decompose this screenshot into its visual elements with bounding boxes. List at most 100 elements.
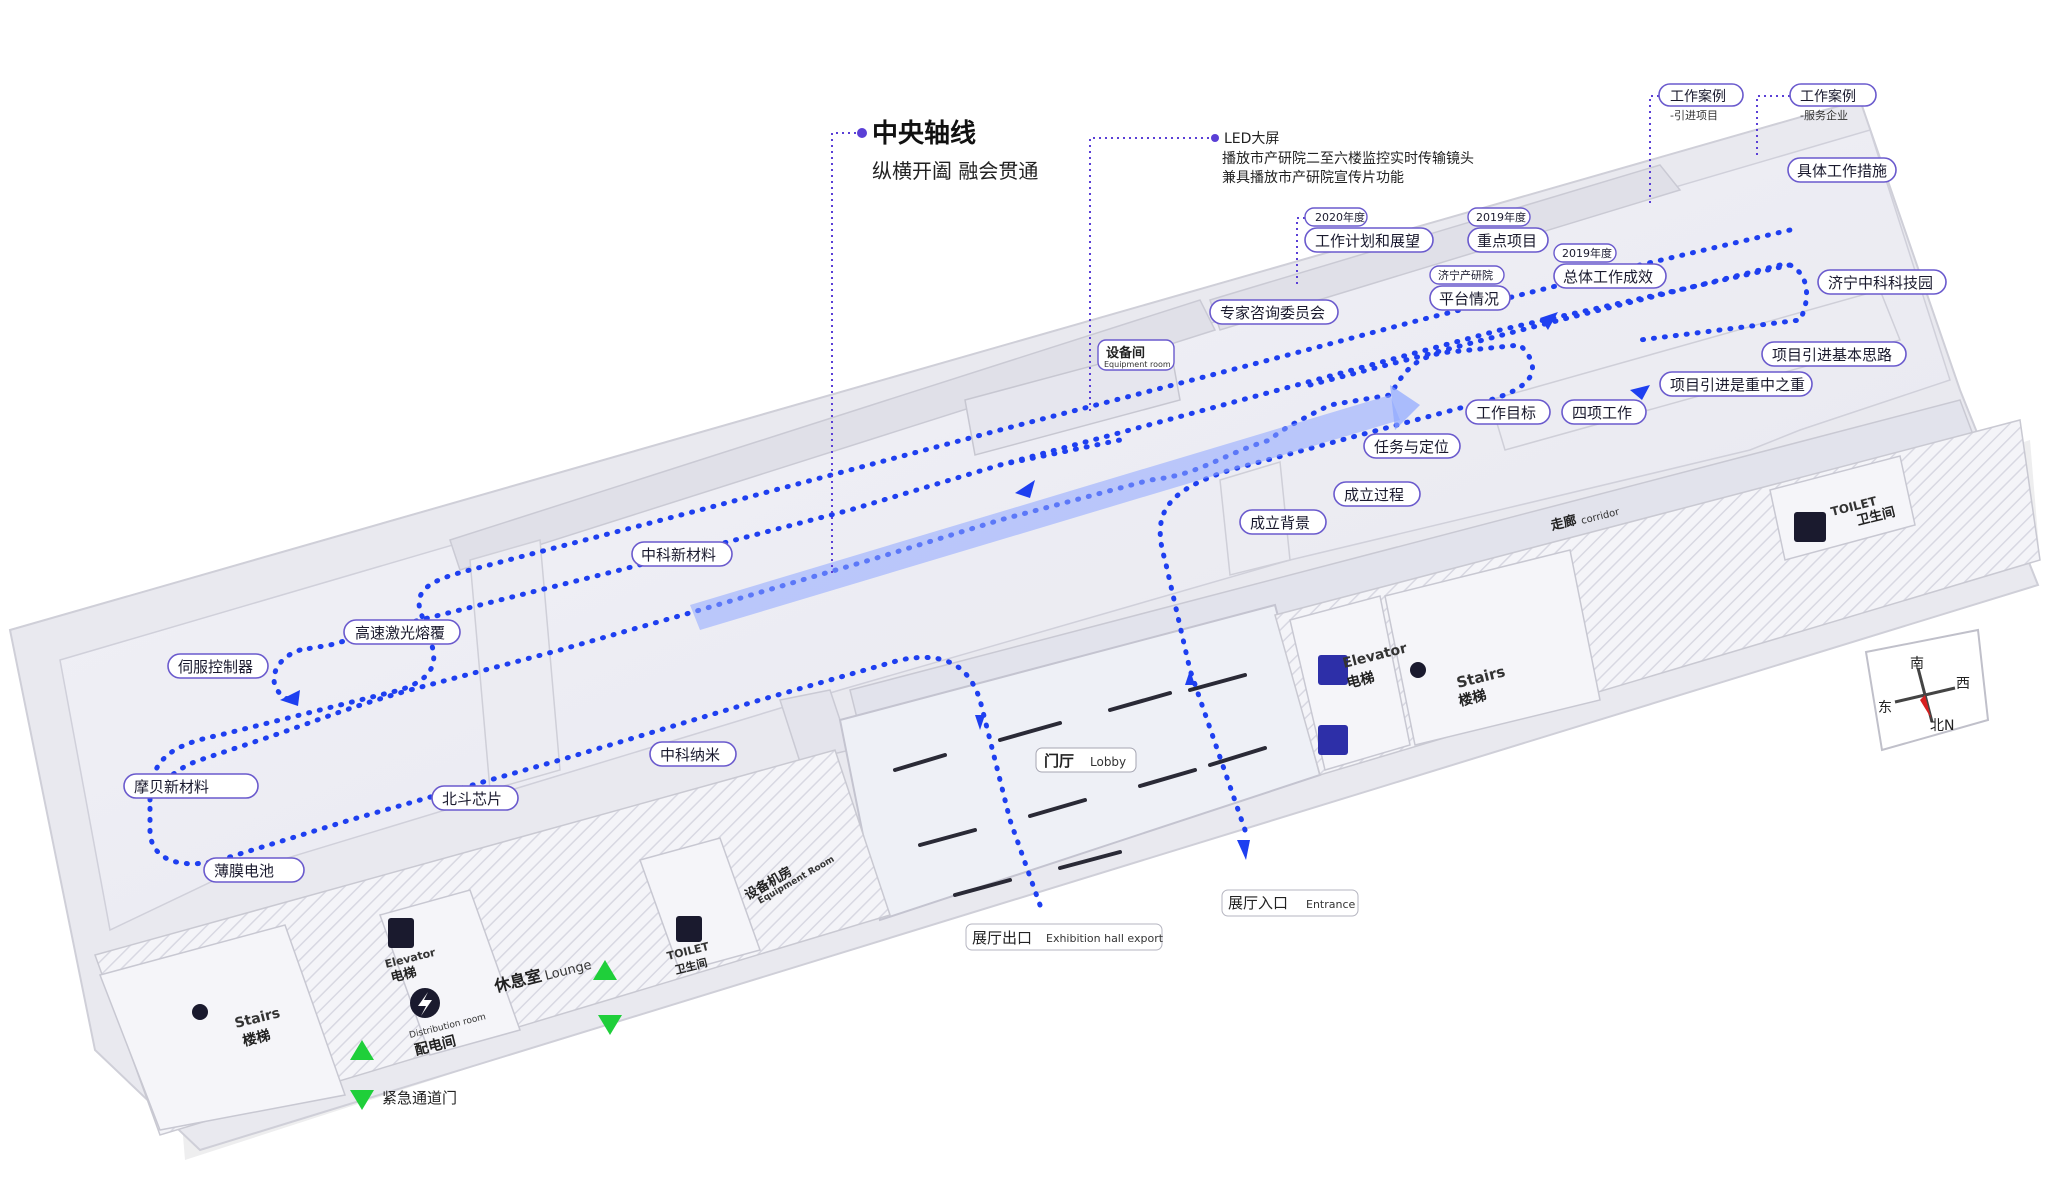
central-axis-subtitle: 纵横开阖 融会贯通 [872, 159, 1038, 183]
toilet-icon [1794, 512, 1826, 542]
elevator-left-cn: 电梯 [389, 964, 418, 986]
label-process: 成立过程 [1333, 481, 1421, 507]
stairs-room-right [1384, 549, 1601, 746]
svg-text:工作计划和展望: 工作计划和展望 [1315, 232, 1420, 250]
visitor-path-upper [271, 262, 1810, 703]
path-arrow-icon [1540, 312, 1558, 330]
svg-text:2019年度: 2019年度 [1562, 246, 1612, 260]
svg-text:-服务企业: -服务企业 [1800, 108, 1848, 122]
label-laser: 高速激光熔覆 [343, 619, 461, 645]
svg-text:中科新材料: 中科新材料 [641, 546, 716, 564]
emergency-exit-arrows [350, 960, 622, 1110]
path-arrow-icon [1185, 670, 1195, 685]
leader-case2 [1756, 95, 1790, 155]
label-platform: 济宁产研院 平台情况 [1429, 265, 1511, 311]
label-case1: 工作案例 -引进项目 [1658, 83, 1744, 122]
equip-room-cn: 设备间 [1106, 345, 1145, 361]
equip-room-tag [1097, 339, 1175, 371]
svg-text:中科纳米: 中科纳米 [660, 746, 720, 764]
svg-text:-引进项目: -引进项目 [1670, 108, 1718, 122]
toilet-icon [676, 916, 702, 942]
svg-text:薄膜电池: 薄膜电池 [214, 862, 274, 880]
label-background: 成立背景 [1239, 509, 1327, 535]
corridor-cn: 走廊 [1549, 512, 1578, 534]
visitor-path-lower [147, 654, 1043, 908]
green-arrow-icon [350, 1090, 374, 1110]
entrance-en: Entrance [1306, 898, 1356, 911]
path-arrow-icon [1630, 385, 1650, 400]
label-key-focus: 项目引进是重中之重 [1659, 371, 1813, 397]
svg-text:专家咨询委员会: 专家咨询委员会 [1220, 304, 1325, 322]
svg-text:成立背景: 成立背景 [1250, 514, 1310, 532]
exit-tag [965, 923, 1163, 951]
label-expert: 专家咨询委员会 [1209, 299, 1339, 325]
svg-text:伺服控制器: 伺服控制器 [178, 658, 253, 676]
led-note-line2: 兼具播放市产研院宣传片功能 [1222, 169, 1404, 186]
svg-text:摩贝新材料: 摩贝新材料 [134, 778, 209, 796]
svg-text:项目引进基本思路: 项目引进基本思路 [1772, 346, 1892, 364]
entrance-cn: 展厅入口 [1228, 894, 1288, 912]
label-sci-park: 济宁中科科技园 [1817, 269, 1947, 295]
stairs-room-left [98, 924, 346, 1131]
stairs-right-cn: 楼梯 [1457, 687, 1488, 710]
svg-text:重点项目: 重点项目 [1477, 232, 1537, 250]
green-arrow-icon [350, 1040, 374, 1060]
label-goal: 工作目标 [1465, 399, 1551, 425]
emergency-door: 紧急通道门 [382, 1089, 457, 1107]
svg-text:总体工作成效: 总体工作成效 [1563, 268, 1653, 286]
label-beidou: 北斗芯片 [431, 785, 519, 811]
led-note-head: LED大屏 [1224, 131, 1279, 147]
svg-text:2020年度: 2020年度 [1315, 210, 1365, 224]
entrance-tag [1221, 889, 1359, 917]
central-axis-head-icon [1390, 385, 1420, 430]
svg-text:项目引进是重中之重: 项目引进是重中之重 [1670, 376, 1805, 394]
axis-bullet-icon [857, 128, 867, 138]
exit-cn: 展厅出口 [972, 929, 1032, 947]
svg-text:四项工作: 四项工作 [1572, 404, 1632, 422]
elevator-right-cn: 电梯 [1345, 669, 1376, 692]
equip-room-en: Equipment room [1104, 360, 1171, 369]
green-arrow-icon [598, 1015, 622, 1035]
compass-east: 东 [1878, 700, 1892, 716]
toilet-room-left [639, 837, 761, 973]
exit-en: Exhibition hall export [1046, 932, 1164, 945]
led-note-line1: 播放市产研院二至六楼监控实时传输镜头 [1222, 150, 1474, 167]
elevator-icon [1318, 725, 1348, 755]
label-material: 中科新材料 [631, 541, 733, 567]
label-plan: 2020年度 工作计划和展望 [1304, 207, 1434, 253]
svg-text:工作目标: 工作目标 [1476, 404, 1536, 422]
lightning-glyph-icon [418, 992, 432, 1016]
svg-text:2019年度: 2019年度 [1476, 210, 1526, 224]
path-arrow-icon [1237, 840, 1250, 860]
elevator-icon [388, 918, 414, 948]
path-arrow-icon [1015, 480, 1035, 498]
label-measures: 具体工作措施 [1787, 157, 1897, 183]
svg-text:高速激光熔覆: 高速激光熔覆 [355, 624, 445, 642]
stairs-left-cn: 楼梯 [241, 1027, 272, 1050]
label-four: 四项工作 [1561, 399, 1647, 425]
lobby-tag [1035, 747, 1137, 773]
compass-west: 西 [1956, 676, 1970, 692]
svg-text:工作案例: 工作案例 [1670, 88, 1726, 105]
label-overall: 2019年度 总体工作成效 [1553, 243, 1667, 289]
label-battery: 薄膜电池 [203, 857, 305, 883]
label-servo: 伺服控制器 [167, 653, 269, 679]
leader-central-axis [831, 132, 862, 575]
compass-south: 南 [1910, 656, 1924, 672]
label-key-projects: 2019年度 重点项目 [1467, 207, 1549, 253]
label-mission: 任务与定位 [1363, 433, 1461, 459]
label-mobei: 摩贝新材料 [123, 773, 259, 799]
visitor-path-return [147, 227, 1793, 803]
path-arrow-icon [280, 690, 300, 706]
central-axis-arrow [690, 395, 1400, 630]
lobby-floor-stripes [893, 673, 1267, 897]
stairs-icon [1410, 662, 1426, 678]
label-case2: 工作案例 -服务企业 [1789, 83, 1877, 122]
lobby-en: Lobby [1090, 755, 1126, 769]
svg-text:北斗芯片: 北斗芯片 [442, 790, 502, 808]
svg-text:任务与定位: 任务与定位 [1374, 438, 1449, 456]
stairs-icon [192, 1004, 208, 1020]
svg-text:工作案例: 工作案例 [1800, 88, 1856, 105]
led-bullet-icon [1211, 134, 1219, 142]
